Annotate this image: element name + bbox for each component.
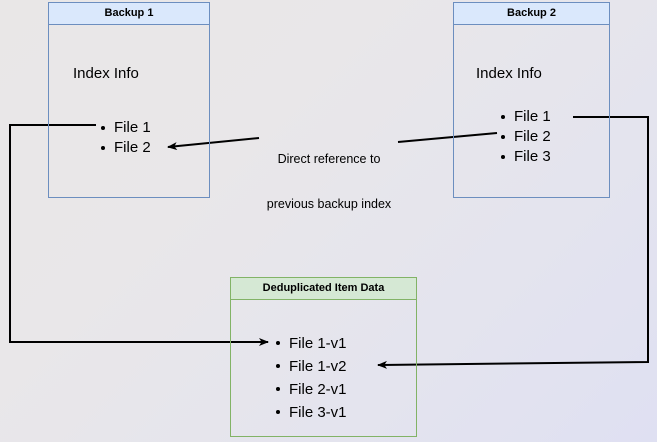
node-deduplicated-item-data[interactable]: Deduplicated Item Data File 1-v1 File 1-… — [230, 277, 417, 437]
list-item[interactable]: File 1 — [101, 118, 151, 138]
node-backup-1[interactable]: Backup 1 Index Info File 1 File 2 — [48, 2, 210, 198]
node-backup-2-body: Index Info File 1 File 2 File 3 — [454, 25, 609, 197]
list-item[interactable]: File 1-v1 — [276, 332, 347, 355]
node-dedup-header: Deduplicated Item Data — [231, 278, 416, 300]
node-backup-2-header: Backup 2 — [454, 3, 609, 25]
node-backup-1-body: Index Info File 1 File 2 — [49, 25, 209, 197]
backup-1-index-label: Index Info — [73, 65, 139, 82]
list-item[interactable]: File 2 — [501, 127, 551, 147]
list-item[interactable]: File 1 — [501, 107, 551, 127]
list-item[interactable]: File 2 — [101, 138, 151, 158]
backup-2-index-label: Index Info — [476, 65, 542, 82]
list-item[interactable]: File 2-v1 — [276, 378, 347, 401]
edge-label-line-1: Direct reference to — [277, 152, 381, 166]
list-item[interactable]: File 3 — [501, 147, 551, 167]
edge-label-direct-reference: Direct reference to previous backup inde… — [248, 122, 410, 242]
dedup-file-list: File 1-v1 File 1-v2 File 2-v1 File 3-v1 — [276, 332, 347, 424]
list-item[interactable]: File 3-v1 — [276, 401, 347, 424]
backup-1-file-list: File 1 File 2 — [101, 118, 151, 158]
node-dedup-body: File 1-v1 File 1-v2 File 2-v1 File 3-v1 — [231, 300, 416, 436]
backup-2-file-list: File 1 File 2 File 3 — [501, 107, 551, 167]
edge-label-line-2: previous backup index — [266, 197, 392, 211]
list-item[interactable]: File 1-v2 — [276, 355, 347, 378]
node-backup-1-header: Backup 1 — [49, 3, 209, 25]
node-backup-2[interactable]: Backup 2 Index Info File 1 File 2 File 3 — [453, 2, 610, 198]
